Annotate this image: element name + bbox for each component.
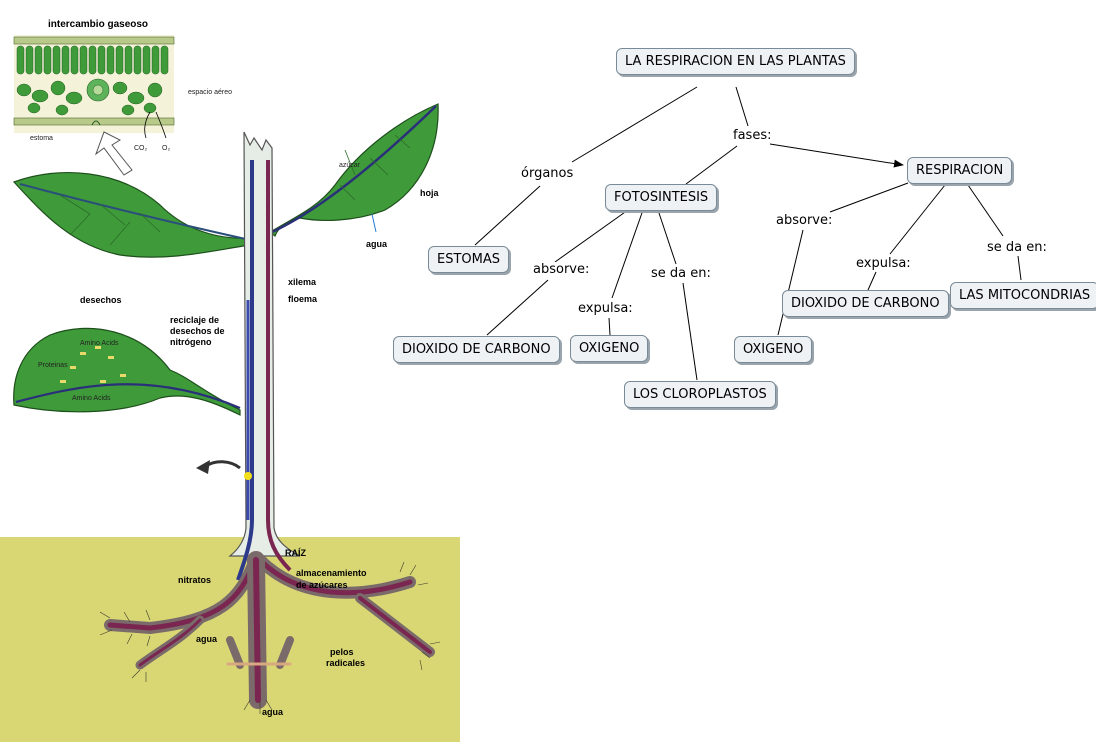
node-dioxido-1[interactable]: DIOXIDO DE CARBONO <box>393 336 560 363</box>
node-dioxido-2[interactable]: DIOXIDO DE CARBONO <box>782 290 949 317</box>
label-amino-top: Amino Acids <box>80 340 119 347</box>
plant-labels: intercambio gaseoso espacio aéreo estoma… <box>30 19 439 717</box>
label-root-hairs-2: radicales <box>326 658 365 668</box>
label-water-bottom: agua <box>262 707 284 717</box>
link-label-se-da-en-1: se da en: <box>649 266 713 281</box>
leaf-lower-left <box>13 327 241 416</box>
label-nitrogen-recycling-1: reciclaje de <box>170 315 219 325</box>
node-title[interactable]: LA RESPIRACION EN LAS PLANTAS <box>616 48 855 75</box>
label-sugar: azúcar <box>339 162 361 169</box>
label-root: RAÍZ <box>285 548 306 558</box>
node-fotosintesis[interactable]: FOTOSINTESIS <box>605 184 718 211</box>
link-label-absorve-1: absorve: <box>531 262 592 277</box>
xylem <box>236 160 254 581</box>
label-stoma: estoma <box>30 135 53 142</box>
label-o2: O₂ <box>162 145 170 152</box>
label-nitrogen-recycling-3: nitrógeno <box>170 337 212 347</box>
label-proteins: Proteinas <box>38 362 68 369</box>
label-sugar-storage-1: almacenamiento <box>296 568 367 578</box>
label-nitrates: nitratos <box>178 575 211 585</box>
node-respiracion[interactable]: RESPIRACION <box>907 157 1013 184</box>
label-root-hairs-1: pelos <box>330 647 354 657</box>
link-label-fases: fases: <box>731 128 774 143</box>
link-label-expulsa-2: expulsa: <box>854 256 913 271</box>
label-nitrogen-recycling-2: desechos de <box>170 326 225 336</box>
label-sugar-storage-2: de azúcares <box>296 580 348 590</box>
node-oxigeno-1[interactable]: OXIGENO <box>570 335 649 362</box>
label-water-leaf: agua <box>366 239 388 249</box>
link-label-se-da-en-2: se da en: <box>985 240 1049 255</box>
label-co2: CO₂ <box>134 145 148 152</box>
label-waste: desechos <box>80 295 122 305</box>
label-water-root: agua <box>196 634 218 644</box>
label-gas-exchange: intercambio gaseoso <box>48 19 148 30</box>
node-estomas[interactable]: ESTOMAS <box>428 246 510 273</box>
link-label-expulsa-1: expulsa: <box>576 301 635 316</box>
label-leaf: hoja <box>420 188 439 198</box>
leaf-cross-section <box>13 35 175 139</box>
roots <box>104 551 435 709</box>
label-xylem: xilema <box>288 277 317 287</box>
node-cloroplastos[interactable]: LOS CLOROPLASTOS <box>624 381 776 408</box>
label-air-space: espacio aéreo <box>188 89 232 96</box>
node-mitocondrias[interactable]: LAS MITOCONDRIAS <box>950 282 1096 309</box>
link-label-absorve-2: absorve: <box>774 213 835 228</box>
gas-exchange-arrow <box>94 131 133 176</box>
link-label-organos: órganos <box>519 166 576 181</box>
plant-illustration <box>0 35 460 742</box>
label-amino-bottom: Amino Acids <box>72 395 111 402</box>
node-oxigeno-2[interactable]: OXIGENO <box>734 336 813 363</box>
label-phloem: floema <box>288 294 318 304</box>
phloem <box>266 160 292 572</box>
leaf-upper-left <box>12 172 251 258</box>
